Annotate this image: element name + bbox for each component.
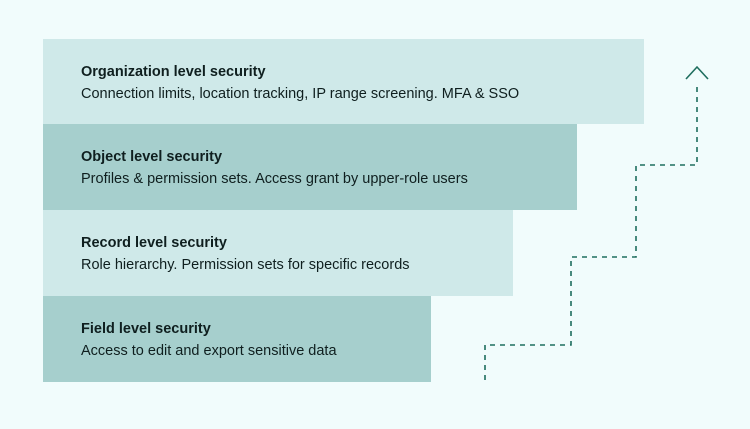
- tier-title: Organization level security: [81, 64, 266, 80]
- tier-title: Record level security: [81, 235, 227, 251]
- tier-organization-level: Organization level security Connection l…: [43, 39, 644, 124]
- tier-description: Access to edit and export sensitive data: [81, 343, 337, 359]
- chevron-up-icon: [685, 65, 709, 80]
- tier-object-level: Object level security Profiles & permiss…: [43, 124, 577, 210]
- tier-field-level: Field level security Access to edit and …: [43, 296, 431, 382]
- tier-record-level: Record level security Role hierarchy. Pe…: [43, 210, 513, 296]
- tier-description: Profiles & permission sets. Access grant…: [81, 171, 468, 187]
- tier-description: Connection limits, location tracking, IP…: [81, 86, 520, 102]
- tier-title: Field level security: [81, 321, 211, 337]
- tier-title: Object level security: [81, 149, 223, 165]
- tier-description: Role hierarchy. Permission sets for spec…: [81, 257, 410, 273]
